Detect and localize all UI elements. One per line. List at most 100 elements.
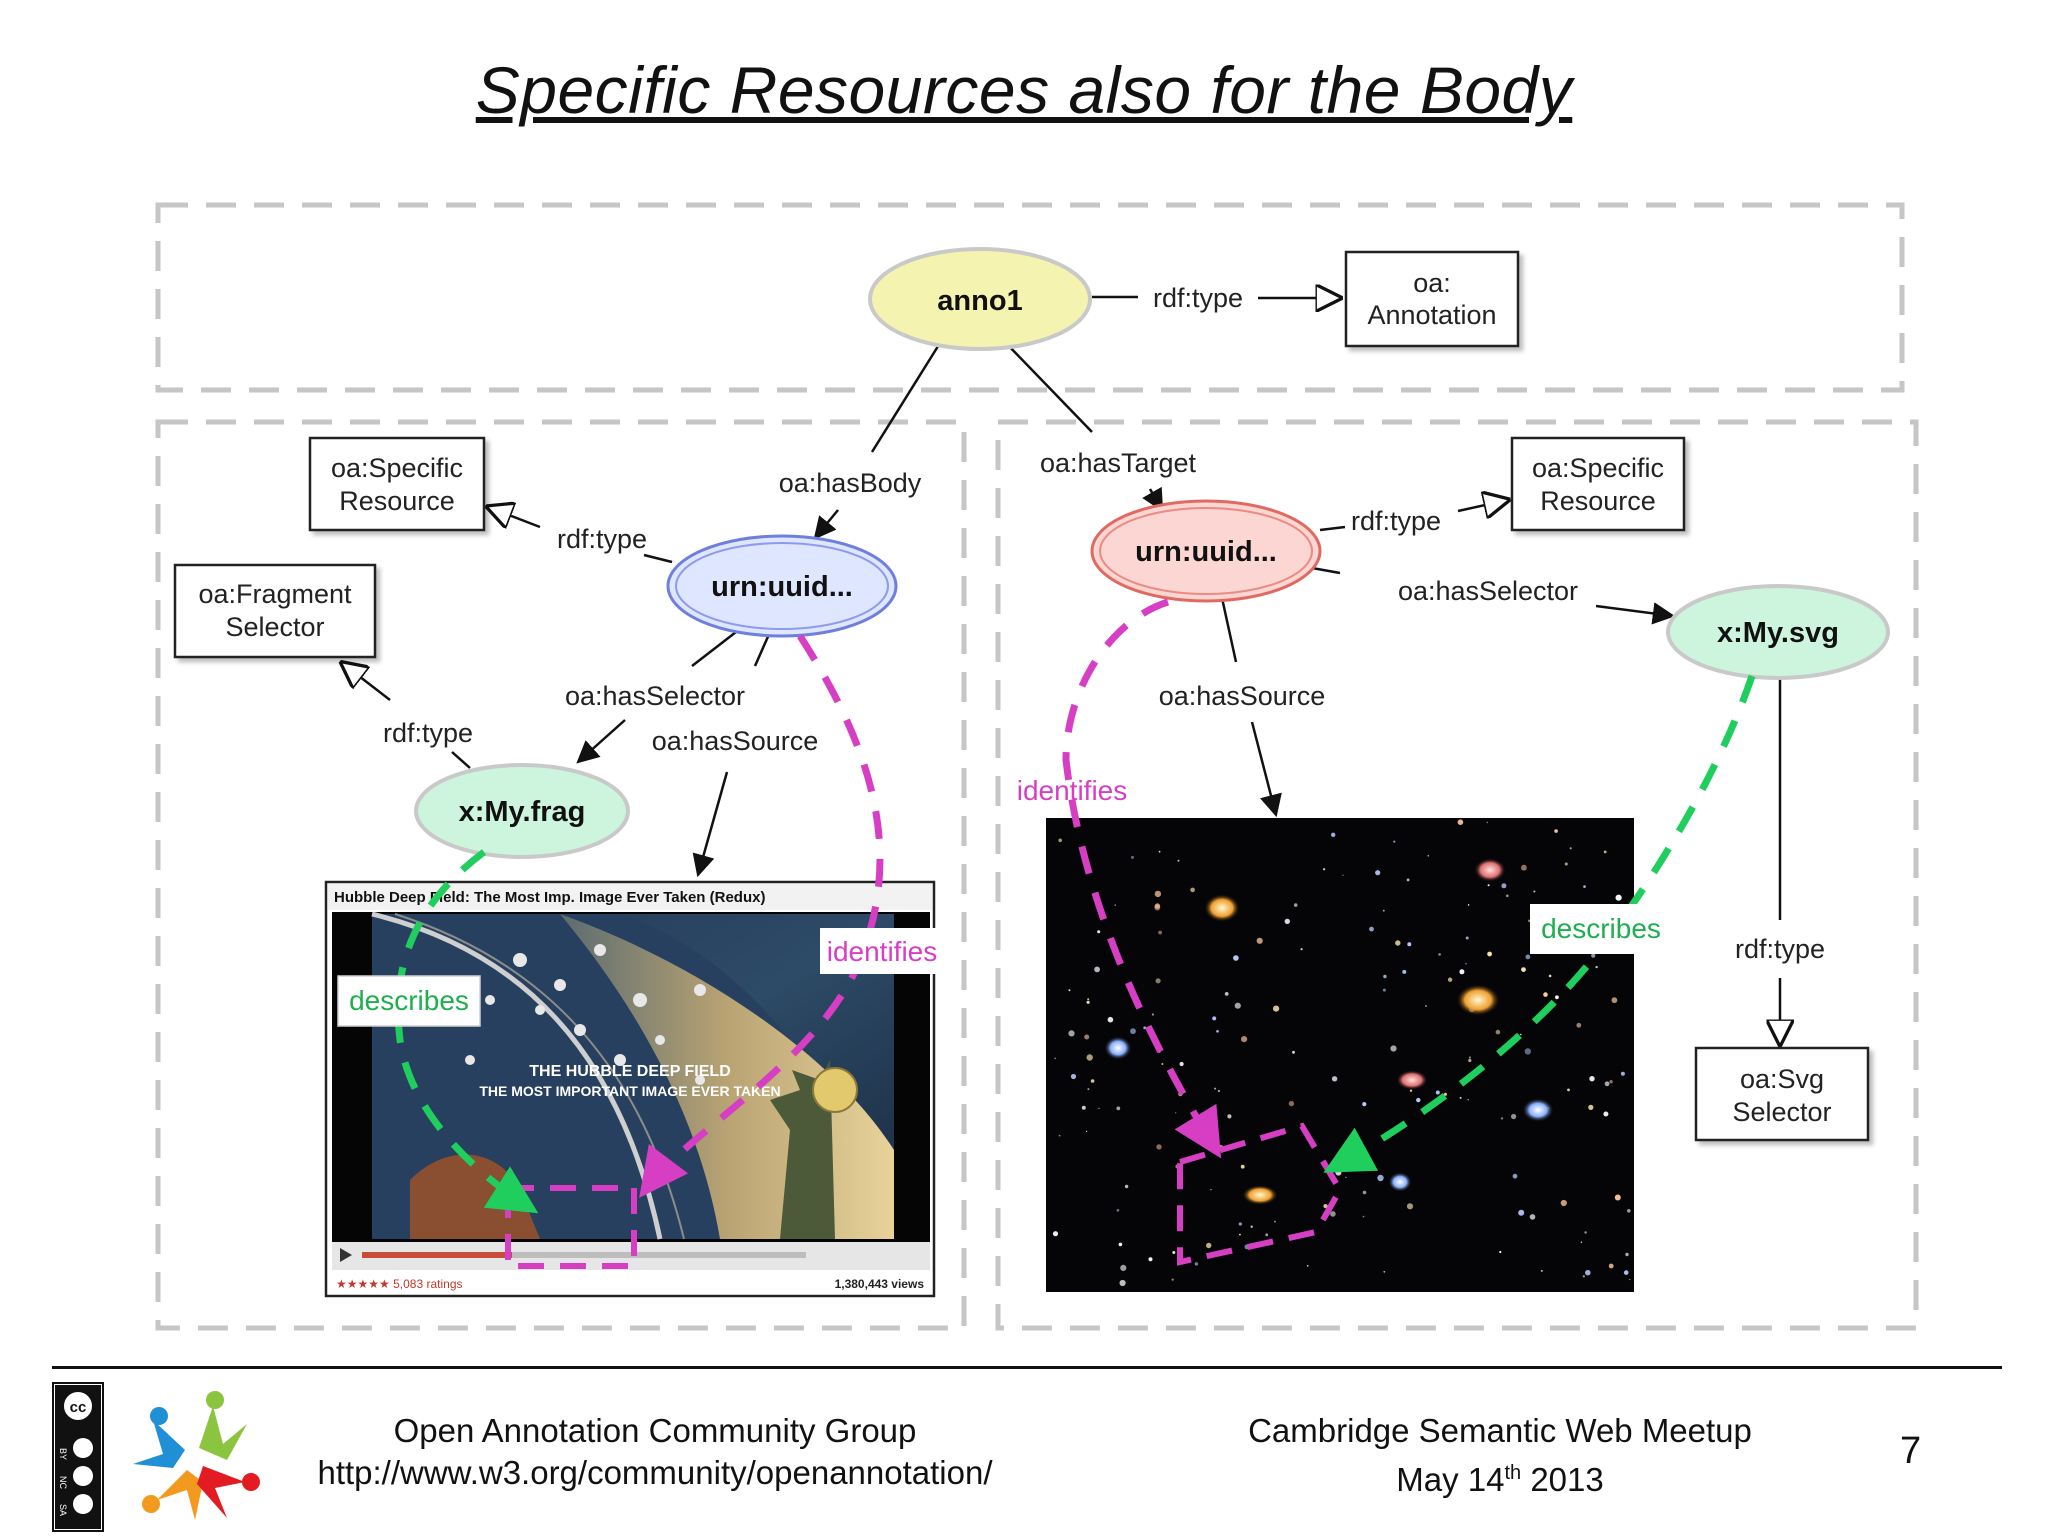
star-dot	[1447, 977, 1453, 982]
edge-target-selector-a	[1311, 566, 1341, 575]
star-dot	[1416, 1097, 1421, 1103]
star-dot	[1609, 1080, 1613, 1084]
star-dot	[1068, 989, 1071, 992]
node-target-uuid-label: urn:uuid...	[1135, 536, 1277, 568]
star-dot	[1331, 832, 1336, 837]
star-dot	[1402, 969, 1407, 974]
star-dot	[1487, 884, 1490, 887]
edge-frag-type-b	[342, 663, 391, 701]
star-dot	[1241, 1036, 1248, 1043]
star-dot	[1591, 953, 1596, 958]
edge-body-type-a	[643, 553, 673, 564]
oa-specific-resource-left-box	[308, 436, 486, 532]
star-dot	[1175, 1112, 1177, 1114]
node-my-frag-label: x:My.frag	[459, 796, 586, 828]
star-dot	[1155, 978, 1161, 984]
star-dot	[1131, 855, 1134, 859]
star-dot	[1300, 948, 1303, 951]
describes-left-path	[394, 849, 539, 1214]
star-dot	[1158, 930, 1162, 935]
star-dot	[1054, 1057, 1056, 1060]
star-dot	[1086, 1000, 1090, 1004]
edge-has-body-upper	[870, 342, 942, 453]
label-identifies-left: identifies	[827, 936, 938, 967]
star-dot	[1090, 1079, 1095, 1083]
node-body-uuid-label: urn:uuid...	[711, 571, 853, 603]
star-dot	[1284, 918, 1291, 925]
footer-date-suffix: 2013	[1521, 1461, 1604, 1498]
star-dot	[1375, 870, 1381, 876]
edge-body-selector-a	[691, 631, 737, 667]
star-dot	[1369, 926, 1374, 932]
edge-body-source-a	[753, 631, 772, 667]
oa-specific-resource-right-box	[1510, 436, 1686, 532]
star-dot	[1468, 1058, 1472, 1063]
star-dot	[1512, 1173, 1518, 1179]
star-dot	[1425, 1005, 1427, 1007]
star-dot	[1068, 1030, 1075, 1037]
star-dot	[1292, 1050, 1295, 1054]
star-dot	[1543, 992, 1548, 997]
star-dot	[1362, 1190, 1367, 1195]
star-dot	[1210, 1189, 1212, 1191]
label-describes-left: describes	[349, 985, 469, 1016]
slide-title: Specific Resources also for the Body	[475, 53, 1573, 127]
star-dot	[1521, 967, 1526, 972]
star-dot	[1362, 1215, 1365, 1218]
star-dot	[1604, 1081, 1610, 1087]
svg-text:SA: SA	[58, 1504, 68, 1516]
star-dot	[1190, 887, 1195, 893]
star-dot	[1182, 1130, 1184, 1132]
right-svg-selection	[1177, 1122, 1344, 1266]
video-progress-track[interactable]	[362, 1252, 806, 1258]
specific-right-line1: oa:Specific	[1532, 453, 1664, 483]
star-dot	[1576, 1022, 1582, 1028]
label-has-source-body: oa:hasSource	[652, 726, 819, 756]
node-target-uuid: urn:uuid...	[1090, 499, 1322, 603]
star-dot	[1265, 1233, 1269, 1237]
target-region	[995, 419, 1919, 1331]
star-dot	[1086, 1054, 1093, 1061]
footer-org-url[interactable]: http://www.w3.org/community/openannotati…	[317, 1454, 993, 1491]
open-annotation-logo[interactable]	[118, 1390, 268, 1530]
star-dot	[1395, 940, 1401, 946]
star-dot	[1081, 1105, 1086, 1110]
cc-license-badge[interactable]: cc BY NC SA	[52, 1382, 104, 1532]
edge-target-selector-b	[1595, 602, 1676, 625]
star-dot	[1560, 1199, 1567, 1207]
star-dot	[1335, 1169, 1342, 1176]
left-fragment-selection	[505, 1185, 637, 1269]
star-dot	[1114, 904, 1116, 906]
star-dot	[1620, 1071, 1625, 1076]
star-dot	[1331, 1076, 1338, 1082]
video-views: 1,380,443 views	[835, 1277, 925, 1291]
footer-event-date: May 14th 2013	[1220, 1452, 1780, 1501]
star-dot	[1603, 1111, 1609, 1117]
star-dot	[1052, 1231, 1059, 1237]
label-rdf-type-svg: rdf:type	[1735, 934, 1825, 964]
play-icon[interactable]	[340, 1248, 352, 1262]
body-region	[155, 419, 967, 1331]
footer-event-name: Cambridge Semantic Web Meetup	[1248, 1412, 1752, 1449]
star-dot	[1345, 1176, 1347, 1178]
label-has-target: oa:hasTarget	[1040, 448, 1197, 478]
label-rdf-type-body: rdf:type	[557, 524, 647, 554]
label-describes-right: describes	[1541, 913, 1661, 944]
star-dot	[1511, 1113, 1517, 1120]
star-dot	[1323, 868, 1326, 871]
svg-text:cc: cc	[70, 1399, 87, 1416]
svgsel-line1: oa:Svg	[1740, 1064, 1824, 1094]
star-dot	[1569, 847, 1572, 850]
star-dot	[1383, 974, 1387, 979]
star-dot	[1084, 1034, 1090, 1040]
star-dot	[1443, 1092, 1447, 1096]
video-ratings: ★★★★★ 5,083 ratings	[336, 1277, 463, 1291]
star-dot	[1625, 1252, 1629, 1257]
star-dot	[1382, 988, 1386, 992]
star-dot	[1390, 1045, 1397, 1052]
star-dot	[1119, 1279, 1126, 1287]
star-dot	[1467, 1099, 1469, 1101]
star-dot	[1435, 1090, 1440, 1095]
star-dot	[1306, 1265, 1309, 1267]
